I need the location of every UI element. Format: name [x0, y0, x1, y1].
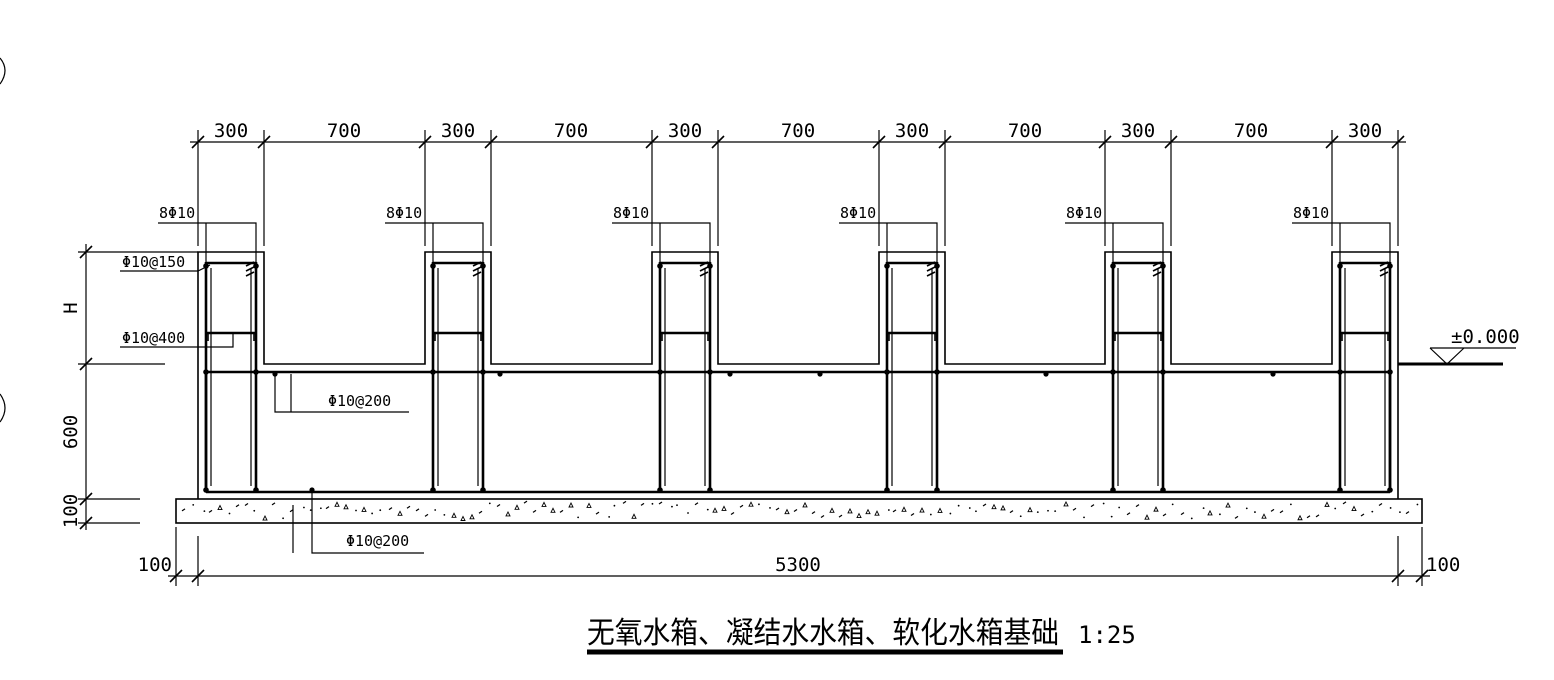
slab-top-rebar-label: Φ10@200	[328, 392, 391, 410]
pier-6	[1337, 261, 1393, 493]
piers	[203, 261, 1393, 493]
pier-3	[657, 261, 713, 493]
column-rebar-label-4: 8Φ10	[840, 204, 876, 222]
bar-dot-2	[497, 371, 503, 377]
foundation-outline	[197, 251, 1399, 499]
edge-arc-top	[0, 57, 6, 85]
stirrup-top-label: Φ10@150	[122, 253, 185, 271]
distribution-bars	[272, 371, 1276, 493]
pier-2	[430, 261, 486, 493]
column-rebar-label-2: 8Φ10	[386, 204, 422, 222]
pier-5	[1110, 261, 1166, 493]
bar-dot-5	[1043, 371, 1049, 377]
drawing-title: 无氧水箱、凝结水水箱、软化水箱基础	[587, 616, 1059, 651]
dim-left-h: H	[60, 302, 82, 313]
drawing-scale: 1:25	[1078, 621, 1136, 649]
dim-bottom-total: 5300	[775, 554, 821, 576]
dim-top-2: 700	[327, 120, 361, 142]
column-rebar-labels: 8Φ10 8Φ10 8Φ10 8Φ10 8Φ10 8Φ10	[158, 204, 1391, 262]
left-dimension-chain: H 600 100	[60, 244, 198, 530]
column-rebar-label-1: 8Φ10	[159, 204, 195, 222]
column-rebar-label-6: 8Φ10	[1293, 204, 1329, 222]
concrete-bedding	[175, 498, 1423, 524]
dim-left-600: 600	[60, 415, 82, 449]
dim-top-1: 300	[214, 120, 248, 142]
dim-top-10: 700	[1234, 120, 1268, 142]
bar-dot-4	[817, 371, 823, 377]
dim-bottom-left: 100	[138, 554, 172, 576]
column-rebar-label-5: 8Φ10	[1066, 204, 1102, 222]
slab-rebar-labels: Φ10@200 Φ10@200	[274, 374, 424, 554]
level-mark: ±0.000	[1429, 326, 1520, 365]
stirrup-lower-label: Φ10@400	[122, 329, 185, 347]
dim-top-7: 300	[895, 120, 929, 142]
pier-4	[884, 261, 940, 493]
dim-bottom-right: 100	[1426, 554, 1460, 576]
dim-left-100: 100	[60, 494, 82, 528]
dim-top-8: 700	[1008, 120, 1042, 142]
dim-top-9: 300	[1121, 120, 1155, 142]
level-mark-text: ±0.000	[1451, 326, 1520, 348]
dim-top-6: 700	[781, 120, 815, 142]
edge-arc-bottom	[0, 393, 6, 423]
bottom-dimension-chain: 100 5300 100	[138, 527, 1460, 586]
drawing-title-block: 无氧水箱、凝结水水箱、软化水箱基础 1:25	[587, 616, 1136, 655]
concrete-hatch	[181, 500, 1419, 521]
top-dimension-chain: 300 700 300 700 300 700 300 700 300 700 …	[190, 120, 1406, 246]
pier-1	[203, 261, 259, 493]
dim-top-11: 300	[1348, 120, 1382, 142]
bar-dot-3	[727, 371, 733, 377]
bar-dot-6	[1270, 371, 1276, 377]
dim-top-3: 300	[441, 120, 475, 142]
stirrup-labels: Φ10@150 Φ10@400	[120, 253, 234, 348]
slab-bottom-rebar-label: Φ10@200	[346, 532, 409, 550]
column-rebar-label-3: 8Φ10	[613, 204, 649, 222]
dim-top-5: 300	[668, 120, 702, 142]
dim-top-4: 700	[554, 120, 588, 142]
